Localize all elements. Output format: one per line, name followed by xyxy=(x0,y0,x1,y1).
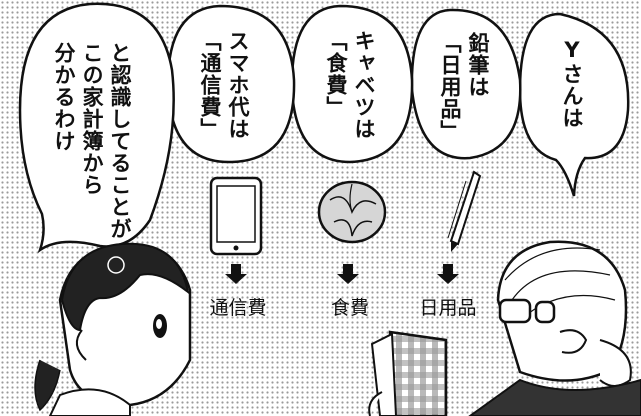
speech-bubble-2 xyxy=(410,8,522,160)
category-label-cabbage: 食費 xyxy=(330,297,369,319)
speech-text-2: 鉛筆は 「日用品」 xyxy=(438,32,490,142)
cabbage-icon xyxy=(317,180,387,244)
category-label-phone: 通信費 xyxy=(209,297,267,319)
speech-text-5: と認識してることが この家計簿から 分かるわけ xyxy=(52,42,132,240)
household-ledger-book xyxy=(368,330,448,416)
pencil-icon xyxy=(447,170,482,252)
speech-bubble-3 xyxy=(290,4,414,164)
category-label-pencil: 日用品 xyxy=(419,297,477,319)
speech-text-4: スマホ代は 「通信費」 xyxy=(198,30,250,140)
older-woman-character xyxy=(468,240,641,416)
woman-character xyxy=(34,242,192,416)
arrow-down-icon xyxy=(225,264,247,284)
speech-bubble-4 xyxy=(166,4,296,164)
arrow-down-icon xyxy=(437,264,459,284)
speech-text-1: Yさんは xyxy=(560,38,584,129)
arrow-down-icon xyxy=(337,264,359,284)
speech-bubble-5 xyxy=(18,2,175,254)
smartphone-icon xyxy=(209,176,263,256)
speech-text-3: キャベツは 「食費」 xyxy=(324,30,376,140)
